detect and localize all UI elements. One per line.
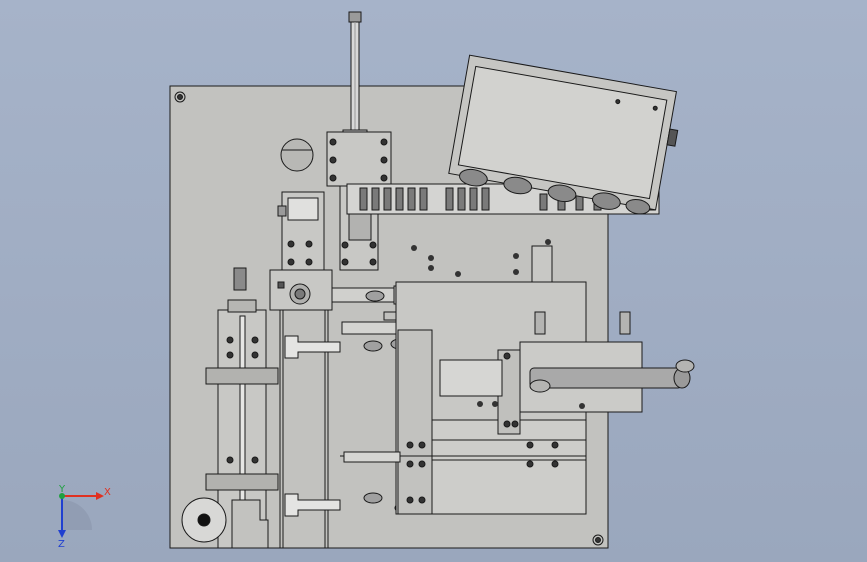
horizontal-cylinder-right[interactable] bbox=[439, 341, 691, 435]
right-bracket[interactable] bbox=[531, 245, 553, 283]
z-axis-label: Z bbox=[58, 539, 65, 550]
left-upper-clamp-block[interactable] bbox=[277, 191, 325, 271]
y-axis-label: Y bbox=[59, 484, 66, 495]
drive-wheel[interactable] bbox=[181, 497, 269, 549]
tilted-feeder-box[interactable] bbox=[447, 54, 684, 219]
x-axis-label: X bbox=[104, 487, 111, 498]
plate-fastener-holes bbox=[411, 239, 585, 409]
round-cover-plate[interactable] bbox=[280, 138, 314, 172]
gripper-head-block[interactable] bbox=[269, 269, 333, 311]
y-axis-dot bbox=[59, 493, 65, 499]
base-plate-mounting-holes bbox=[174, 91, 604, 546]
pneumatic-fittings[interactable] bbox=[529, 311, 695, 393]
coordinate-triad bbox=[58, 492, 104, 538]
